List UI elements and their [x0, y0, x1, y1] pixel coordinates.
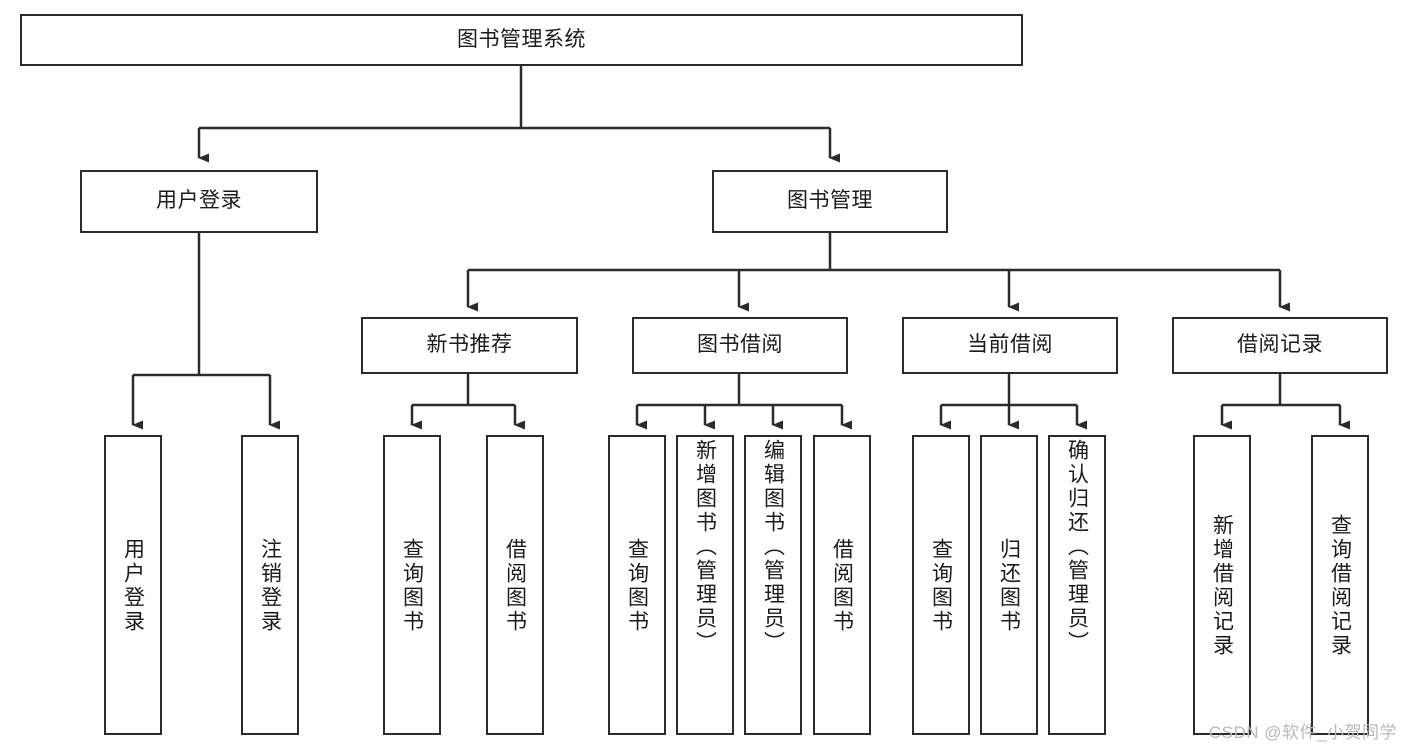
node-borrow-record[interactable]: 借阅记录 — [1172, 317, 1388, 374]
node-leaf-borrow-book-recommend[interactable]: 借阅图书 — [486, 435, 544, 735]
node-leaf-query-book-borrow[interactable]: 查询图书 — [608, 435, 666, 735]
node-label: 查询图书 — [929, 538, 953, 634]
node-user-login[interactable]: 用户登录 — [80, 170, 318, 233]
node-label: 归还图书 — [997, 538, 1021, 634]
node-leaf-logout[interactable]: 注销登录 — [241, 435, 299, 735]
node-label: 新增图书（管理员） — [693, 439, 717, 655]
node-label: 新增借阅记录 — [1210, 514, 1234, 658]
node-label: 查询图书 — [625, 538, 649, 634]
node-label: 用户登录 — [156, 189, 242, 213]
node-leaf-return-book[interactable]: 归还图书 — [980, 435, 1038, 735]
edges-bookmgmt-to-level3 — [466, 233, 1290, 312]
edges-bookborrow-to-leaves — [635, 374, 852, 430]
node-label: 图书管理 — [787, 189, 873, 213]
node-label: 当前借阅 — [967, 333, 1053, 357]
node-leaf-add-book-admin[interactable]: 新增图书（管理员） — [676, 435, 734, 735]
node-label: 借阅记录 — [1237, 333, 1323, 357]
edges-borrowrecord-to-leaves — [1220, 374, 1350, 430]
watermark-text: CSDN @软件_小贺同学 — [1208, 723, 1397, 742]
node-root-book-management-system[interactable]: 图书管理系统 — [20, 14, 1023, 66]
node-label: 查询借阅记录 — [1328, 514, 1352, 658]
node-leaf-query-borrow-record[interactable]: 查询借阅记录 — [1311, 435, 1369, 735]
node-label: 确认归还（管理员） — [1065, 439, 1089, 655]
node-label: 图书借阅 — [697, 333, 783, 357]
node-label: 借阅图书 — [503, 538, 527, 634]
node-label: 借阅图书 — [830, 538, 854, 634]
node-label: 查询图书 — [400, 538, 424, 634]
node-leaf-edit-book-admin[interactable]: 编辑图书（管理员） — [744, 435, 802, 735]
node-leaf-add-borrow-record[interactable]: 新增借阅记录 — [1193, 435, 1251, 735]
node-label: 注销登录 — [258, 538, 282, 634]
node-label: 编辑图书（管理员） — [761, 439, 785, 655]
node-leaf-borrow-book[interactable]: 借阅图书 — [813, 435, 871, 735]
node-book-borrow[interactable]: 图书借阅 — [632, 317, 848, 374]
node-label: 图书管理系统 — [457, 27, 586, 51]
edges-userlogin-to-leaves — [131, 233, 280, 430]
edges-root-to-level2 — [197, 66, 840, 163]
node-leaf-confirm-return-admin[interactable]: 确认归还（管理员） — [1048, 435, 1106, 735]
node-book-management[interactable]: 图书管理 — [712, 170, 948, 233]
node-label: 新书推荐 — [426, 333, 513, 357]
node-leaf-query-book-recommend[interactable]: 查询图书 — [383, 435, 441, 735]
node-leaf-user-login[interactable]: 用户登录 — [104, 435, 162, 735]
node-new-book-recommend[interactable]: 新书推荐 — [361, 317, 578, 374]
node-label: 用户登录 — [121, 538, 145, 634]
node-current-borrow[interactable]: 当前借阅 — [902, 317, 1118, 374]
node-leaf-query-book-current[interactable]: 查询图书 — [912, 435, 970, 735]
edges-currentborrow-to-leaves — [939, 374, 1087, 430]
edges-newbook-to-leaves — [410, 374, 525, 430]
